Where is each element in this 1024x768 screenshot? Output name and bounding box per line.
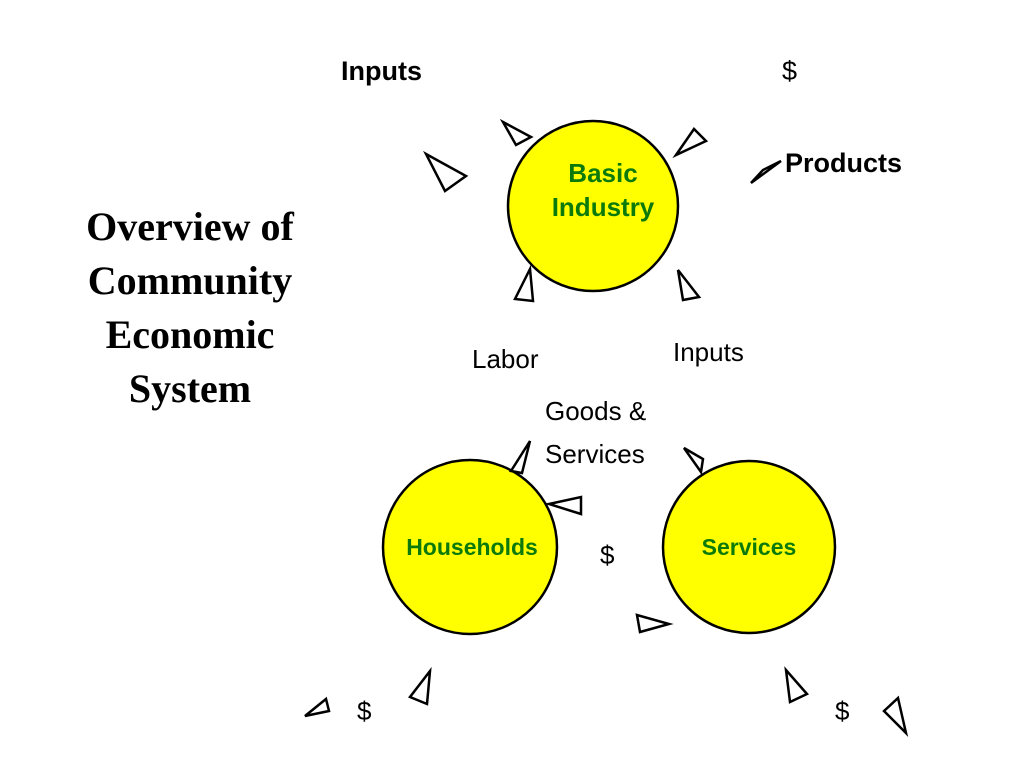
basic-industry-label-line1: Basic — [568, 158, 638, 188]
arrowhead-households-down — [408, 666, 432, 706]
inputs-mid-label: Inputs — [673, 337, 744, 367]
households-node — [381, 458, 559, 636]
title-line: Economic — [105, 312, 275, 357]
inputs-top-label: Inputs — [341, 56, 422, 86]
arrowhead-inputs-down — [676, 269, 702, 302]
title-line: Community — [87, 258, 293, 303]
basic-industry-label: Basic Industry — [528, 157, 678, 225]
labor-label: Labor — [472, 344, 539, 374]
arrowhead-services-down — [784, 666, 810, 704]
dollar-middle-label: $ — [600, 540, 615, 570]
basic-industry-node — [506, 119, 680, 293]
dollar-top-label: $ — [782, 56, 798, 86]
services-node — [661, 459, 837, 635]
title-line: Overview of — [86, 204, 294, 249]
arrowhead-goods-left — [508, 440, 532, 475]
dollar-bottom-left-label: $ — [357, 696, 372, 726]
arrowhead-dollar-upper — [672, 127, 709, 159]
arrowhead-bottom-right — [882, 695, 909, 737]
arrowhead-inputs-upper — [499, 118, 534, 147]
goods-services-label-line1: Goods & — [545, 396, 647, 426]
arrowhead-households-inflow — [544, 495, 583, 516]
arrowhead-inputs-left — [423, 150, 469, 193]
arrowhead-labor-up — [513, 264, 535, 303]
goods-services-label-line2: Services — [545, 439, 645, 469]
title-line: System — [128, 366, 252, 411]
arrowhead-bottom-left — [304, 696, 331, 718]
arrowhead-services-inflow — [635, 613, 674, 634]
products-label: Products — [785, 148, 903, 178]
basic-industry-label-line2: Industry — [551, 191, 655, 222]
arrowhead-products — [750, 159, 782, 185]
diagram-title: Overview of Community Economic System — [40, 200, 340, 416]
arrowhead-goods-right — [682, 446, 705, 476]
dollar-bottom-right-label: $ — [835, 696, 850, 726]
services-label: Services — [701, 534, 797, 560]
households-label: Households — [406, 534, 538, 560]
